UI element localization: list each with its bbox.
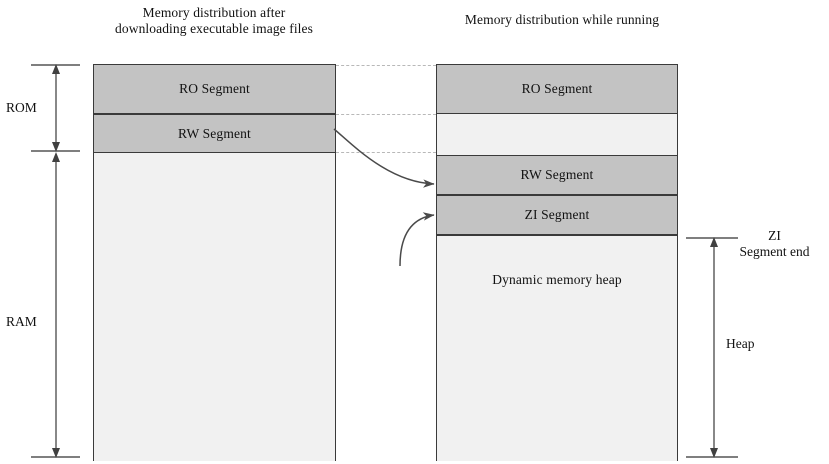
zi-segment-end-line2: Segment end <box>739 244 810 259</box>
dashed-connector-ro-top <box>336 65 436 66</box>
left-segment-rw: RW Segment <box>93 114 336 153</box>
right-segment-heap: Dynamic memory heap <box>436 235 678 461</box>
zi-segment-end-line1: ZI <box>768 228 781 243</box>
right-segment-zi: ZI Segment <box>436 195 678 235</box>
dashed-connector-ro-bottom <box>336 114 436 115</box>
right-segment-gap <box>436 114 678 155</box>
ram-measurement-label: RAM <box>6 314 37 329</box>
left-segment-ro: RO Segment <box>93 64 336 114</box>
right-segment-ro: RO Segment <box>436 64 678 114</box>
heap-measurement-label: Heap <box>726 336 755 351</box>
memory-column-after-download: RO Segment RW Segment <box>93 64 336 461</box>
right-segment-rw: RW Segment <box>436 155 678 195</box>
right-measurement-brackets <box>686 237 738 458</box>
segment-relocation-arrows <box>333 128 435 267</box>
dashed-connector-rw-bottom <box>336 152 436 153</box>
left-column-title: Memory distribution after downloading ex… <box>115 5 313 36</box>
memory-column-while-running: RO Segment RW Segment ZI Segment Dynamic… <box>436 64 678 461</box>
rom-measurement-label: ROM <box>6 100 37 115</box>
zi-segment-end-label: ZI Segment end <box>722 228 827 260</box>
right-column-title: Memory distribution while running <box>464 12 660 27</box>
left-measurement-brackets <box>31 64 80 458</box>
left-segment-empty <box>93 153 336 461</box>
